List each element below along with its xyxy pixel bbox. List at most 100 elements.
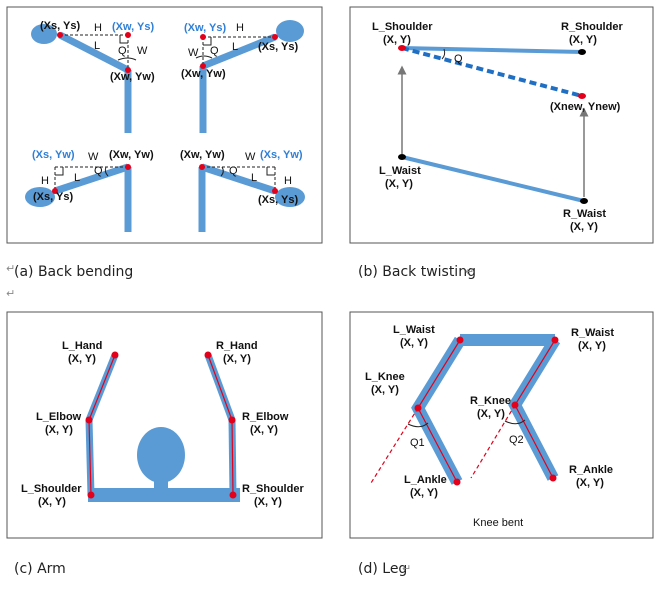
q4-angle-arc [220, 166, 224, 177]
c-r-shoulder-xy: (X, Y) [254, 496, 282, 508]
new-shoulder-dot [578, 93, 586, 99]
q2-back [201, 33, 277, 70]
c-l-elbow-label: L_Elbow [36, 411, 82, 423]
b-r-shoulder-label: R_Shoulder [561, 21, 623, 33]
c-l-shoulder-label: L_Shoulder [21, 483, 82, 495]
q1-label-w: W [137, 45, 148, 57]
d-r-waist-dot [551, 336, 559, 344]
q2-right-angle [203, 37, 212, 46]
r-upper-arm-axis [231, 419, 234, 496]
q3-label-l: L [74, 172, 80, 184]
b-angle-q: Q [454, 53, 463, 65]
c-r-hand-label: R_Hand [216, 340, 258, 352]
caption-d-mark: ↵ [402, 562, 411, 575]
q3-label-xw-yw: (Xw, Yw) [109, 149, 154, 161]
q1-label-q: Q [118, 45, 127, 57]
r-shoulder-dot [578, 49, 586, 55]
d-l-ankle-xy: (X, Y) [410, 487, 438, 499]
q3-label-q: Q [94, 165, 103, 177]
caption-b-mark: ↵ [465, 265, 474, 278]
q2-waist-dot [200, 63, 206, 69]
c-l-elbow-xy: (X, Y) [45, 424, 73, 436]
twisted-shoulder-line [401, 46, 583, 98]
q4-label-xw-yw: (Xw, Yw) [180, 149, 225, 161]
caption-a: (a) Back bending [14, 264, 133, 280]
d-r-knee-dot [511, 401, 519, 409]
q1-label-xs-ys: (Xs, Ys) [40, 20, 80, 32]
q1-angle-arc [117, 57, 137, 61]
c-r-elbow-label: R_Elbow [242, 411, 289, 423]
b-new-label: (Xnew, Ynew) [550, 101, 621, 113]
q1-label-xw-yw: (Xw, Yw) [110, 71, 155, 83]
panel-arm: L_Hand (X, Y) R_Hand (X, Y) L_Elbow (X, … [6, 311, 323, 539]
c-l-shoulder-xy: (X, Y) [38, 496, 66, 508]
q4-label-h: H [284, 175, 292, 187]
q2-label-xw-ys: (Xw, Ys) [184, 22, 227, 34]
caption-b: (b) Back twisting [358, 264, 476, 280]
d-l-waist-dot [456, 336, 464, 344]
b-l-shoulder-xy: (X, Y) [383, 34, 411, 46]
d-r-waist-xy: (X, Y) [578, 340, 606, 352]
c-l-hand-xy: (X, Y) [68, 353, 96, 365]
d-r-waist-label: R_Waist [571, 327, 614, 339]
q1-back [58, 31, 130, 74]
q2-label-xw-yw: (Xw, Yw) [181, 68, 226, 80]
l-shoulder-dot [398, 45, 406, 51]
q1-label-l: L [94, 40, 100, 52]
q3-label-h: H [41, 175, 49, 187]
q2-label-l: L [232, 41, 238, 53]
l-shoulder-dot [87, 491, 95, 499]
d-q2-label: Q2 [509, 434, 524, 446]
q3-angle-arc [104, 166, 109, 177]
d-knee-bent-label: Knee bent [473, 517, 523, 529]
q1-label-h: H [94, 22, 102, 34]
q4-label-q: Q [229, 165, 238, 177]
d-q1-label: Q1 [410, 437, 425, 449]
paragraph-mark: ↵ [6, 287, 15, 300]
d-r-ankle-xy: (X, Y) [576, 477, 604, 489]
caption-c: (c) Arm [14, 561, 66, 577]
q3-shoulder-dot [52, 188, 58, 194]
panel-a-frame [6, 6, 323, 244]
c-l-hand-label: L_Hand [62, 340, 102, 352]
q4-shoulder-dot [272, 188, 278, 194]
q1-head [31, 24, 57, 44]
q4-label-l: L [251, 172, 257, 184]
r-elbow-dot [228, 416, 236, 424]
q2-angle-arc [195, 55, 213, 59]
q3-label-xs-ys: (Xs, Ys) [33, 191, 73, 203]
q3-waist-dot [125, 164, 131, 170]
back-bending-q2: (Xw, Ys) H W Q L (Xs, Ys) (Xw, Yw) [181, 20, 304, 133]
left-thigh-extension [370, 407, 419, 484]
q2-label-xs-ys: (Xs, Ys) [258, 41, 298, 53]
q2-top-dot [200, 34, 206, 40]
d-r-ankle-label: R_Ankle [569, 464, 613, 476]
twist-angle-arc [441, 48, 446, 60]
q4-label-xs-ys: (Xs, Ys) [258, 194, 298, 206]
q3-head [25, 187, 55, 207]
b-l-waist-label: L_Waist [379, 165, 421, 177]
d-l-waist-label: L_Waist [393, 324, 435, 336]
q4-head [275, 187, 305, 207]
l-upper-arm-axis [88, 419, 92, 496]
q4-label-w: W [245, 151, 256, 163]
q3-label-w: W [88, 151, 99, 163]
q1-knee-arc [407, 422, 429, 428]
c-r-shoulder-label: R_Shoulder [242, 483, 304, 495]
head [137, 427, 185, 483]
panel-leg: L_Waist (X, Y) R_Waist (X, Y) L_Knee (X,… [349, 311, 654, 539]
panel-d-frame [349, 311, 654, 539]
b-l-shoulder-label: L_Shoulder [372, 21, 433, 33]
q2-label-h: H [236, 22, 244, 34]
q1-right-angle [119, 35, 128, 44]
b-r-waist-xy: (X, Y) [570, 221, 598, 233]
d-l-ankle-dot [453, 478, 461, 486]
d-l-ankle-label: L_Ankle [404, 474, 447, 486]
l-elbow-dot [85, 416, 93, 424]
caption-d: (d) Leg [358, 561, 407, 577]
c-r-hand-xy: (X, Y) [223, 353, 251, 365]
q2-shoulder-dot [272, 34, 278, 40]
q4-back [200, 163, 277, 195]
q1-waist-dot [125, 67, 131, 73]
